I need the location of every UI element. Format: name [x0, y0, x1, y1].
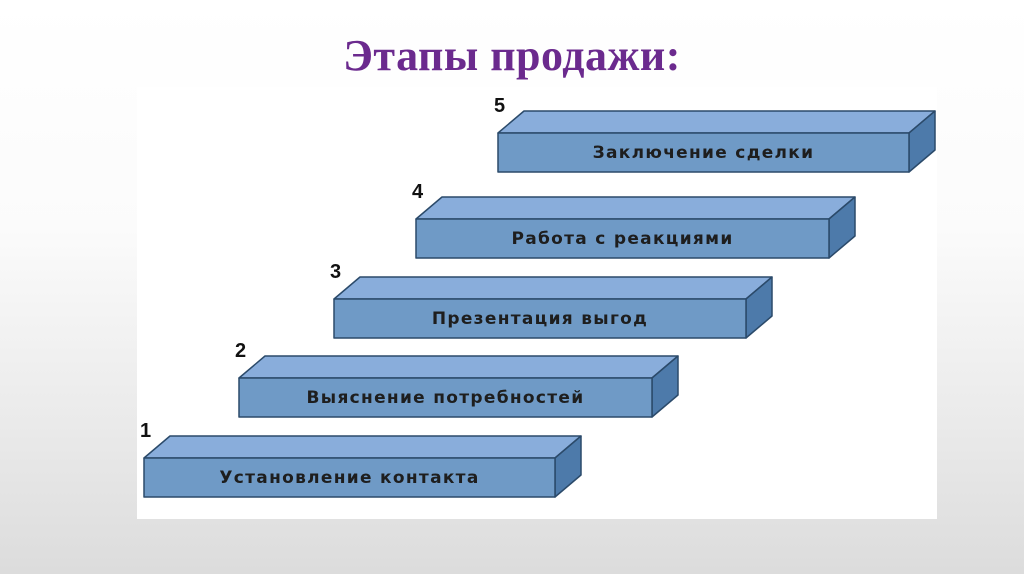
slide-title: Этапы продажи:	[343, 31, 681, 80]
step-4-label: Работа с реакциями	[511, 229, 733, 249]
step-5: 5 Заключение сделки	[494, 95, 936, 173]
step-3-label: Презентация выгод	[432, 309, 648, 329]
step-1-top	[143, 435, 582, 459]
step-2-top	[238, 355, 679, 379]
step-1-front	[143, 457, 556, 498]
step-2-number: 2	[235, 340, 246, 362]
step-4: 4 Работа с реакциями	[412, 181, 856, 259]
step-5-front	[497, 132, 910, 173]
step-1: 1 Установление контакта	[140, 420, 582, 498]
step-2: 2 Выяснение потребностей	[235, 340, 679, 418]
step-3-front	[333, 298, 747, 339]
step-1-number: 1	[140, 420, 151, 442]
step-5-number: 5	[494, 95, 505, 117]
step-2-front	[238, 377, 653, 418]
step-2-label: Выяснение потребностей	[307, 388, 585, 408]
step-4-number: 4	[412, 181, 424, 203]
step-3-top	[333, 276, 773, 300]
step-5-label: Заключение сделки	[593, 143, 815, 163]
step-4-front	[415, 218, 830, 259]
step-5-top	[497, 110, 936, 134]
step-1-label: Установление контакта	[219, 468, 479, 488]
step-3-number: 3	[330, 261, 341, 283]
step-4-top	[415, 196, 856, 220]
step-3: 3 Презентация выгод	[330, 261, 773, 339]
